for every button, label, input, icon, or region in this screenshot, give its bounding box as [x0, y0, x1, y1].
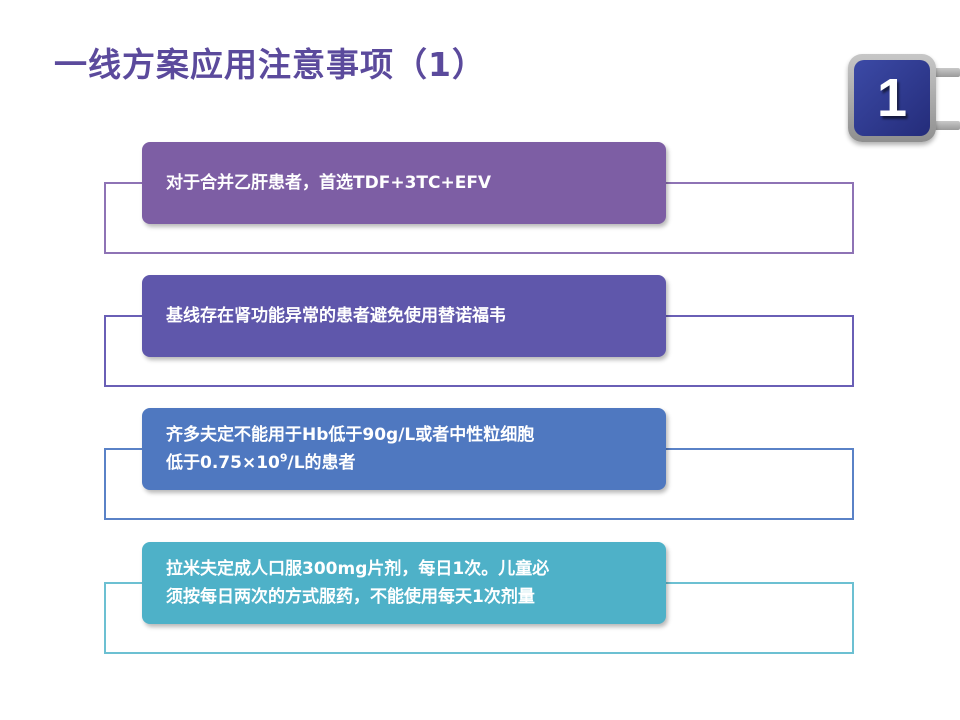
note-text-3-line-2-a: 低于0.75×10: [166, 453, 280, 473]
note-item-1: 对于合并乙肝患者，首选TDF+3TC+EFV: [0, 140, 960, 260]
note-text-3-line-2: 低于0.75×109/L的患者: [166, 449, 642, 477]
note-text-4-line-1: 拉米夫定成人口服300mg片剂，每日1次。儿童必: [166, 559, 550, 579]
badge-bar-bottom: [918, 121, 960, 130]
badge-frame: 1: [848, 54, 936, 142]
badge-number: 1: [854, 60, 930, 136]
note-box-4: 拉米夫定成人口服300mg片剂，每日1次。儿童必 须按每日两次的方式服药，不能使…: [142, 542, 666, 624]
number-badge: 1: [848, 54, 960, 146]
note-text-1-line-1: 对于合并乙肝患者，首选TDF+3TC+EFV: [166, 173, 492, 193]
note-text-4-line-2: 须按每日两次的方式服药，不能使用每天1次剂量: [166, 587, 535, 607]
note-box-3: 齐多夫定不能用于Hb低于90g/L或者中性粒细胞 低于0.75×109/L的患者: [142, 408, 666, 490]
note-text-3-line-2-b: /L的患者: [287, 453, 356, 473]
note-box-2: 基线存在肾功能异常的患者避免使用替诺福韦: [142, 275, 666, 357]
note-item-3: 齐多夫定不能用于Hb低于90g/L或者中性粒细胞 低于0.75×109/L的患者: [0, 406, 960, 526]
note-item-4: 拉米夫定成人口服300mg片剂，每日1次。儿童必 须按每日两次的方式服药，不能使…: [0, 540, 960, 660]
badge-bar-top: [918, 68, 960, 77]
note-text-3-line-1: 齐多夫定不能用于Hb低于90g/L或者中性粒细胞: [166, 425, 535, 445]
superscript-exponent: 9: [279, 451, 288, 465]
page-title: 一线方案应用注意事项（1）: [54, 45, 486, 84]
note-box-1: 对于合并乙肝患者，首选TDF+3TC+EFV: [142, 142, 666, 224]
note-item-2: 基线存在肾功能异常的患者避免使用替诺福韦: [0, 273, 960, 393]
note-text-2-line-1: 基线存在肾功能异常的患者避免使用替诺福韦: [166, 306, 506, 326]
